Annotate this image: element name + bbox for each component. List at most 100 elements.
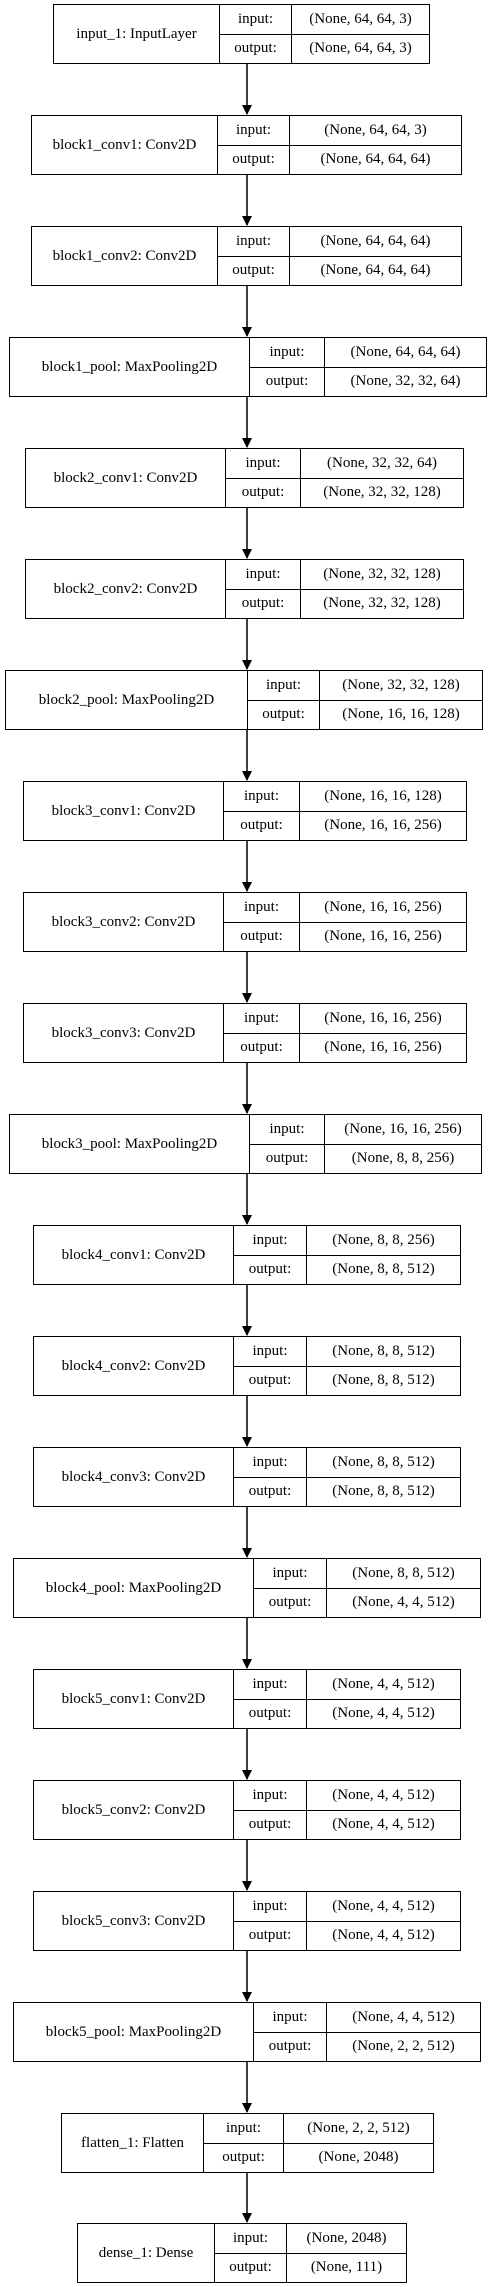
layer-name: block1_conv1: Conv2D	[32, 116, 218, 174]
input-shape: (None, 2048)	[287, 2224, 406, 2254]
input-shape: (None, 4, 4, 512)	[307, 1670, 460, 1700]
layer-node: block2_conv2: Conv2D input: output: (None…	[25, 559, 464, 619]
output-label: output:	[232, 262, 275, 279]
output-shape: (None, 32, 32, 128)	[323, 595, 441, 612]
input-shape: (None, 8, 8, 512)	[307, 1448, 460, 1478]
output-shape: (None, 2, 2, 512)	[352, 2038, 455, 2055]
input-shape: (None, 64, 64, 64)	[325, 338, 486, 368]
output-label: output:	[265, 1150, 309, 1167]
output-shape: (None, 4, 4, 512)	[332, 1927, 435, 1944]
output-label: output:	[248, 1927, 292, 1944]
input-label: input:	[234, 1448, 306, 1478]
layer-name: block3_pool: MaxPooling2D	[10, 1115, 250, 1173]
output-label: output:	[241, 595, 285, 612]
layer-node: input_1: InputLayer input: output: (None,…	[53, 4, 430, 64]
output-shape: (None, 16, 16, 256)	[324, 817, 442, 834]
layer-node: block1_pool: MaxPooling2D input:output: …	[9, 337, 487, 397]
layer-node: block5_pool: MaxPooling2D input:output: …	[13, 2002, 481, 2062]
output-label: output:	[248, 1816, 292, 1833]
input-shape: (None, 64, 64, 3)	[290, 116, 461, 146]
output-label: output:	[268, 1594, 312, 1611]
input-label: input:	[215, 2224, 286, 2254]
layer-name: block4_conv3: Conv2D	[34, 1448, 234, 1506]
layer-node: flatten_1: Flatten input:output: (None, …	[61, 2113, 434, 2173]
layer-node: block4_pool: MaxPooling2D input:output: …	[13, 1558, 481, 1618]
input-label: input:	[234, 1781, 306, 1811]
input-label: input:	[218, 227, 289, 257]
input-label: input:	[234, 1226, 306, 1256]
layer-name: block3_conv1: Conv2D	[24, 782, 224, 840]
input-label: input:	[254, 1559, 326, 1589]
layer-name: block2_conv2: Conv2D	[26, 560, 226, 618]
output-shape: (None, 8, 8, 512)	[332, 1372, 435, 1389]
layer-node: block1_conv2: Conv2D input: output: (None…	[31, 226, 462, 286]
input-label: input:	[204, 2114, 283, 2144]
output-label: output:	[248, 1261, 292, 1278]
output-label: output:	[232, 151, 275, 168]
input-label: input:	[224, 782, 299, 812]
layer-name: block4_conv2: Conv2D	[34, 1337, 234, 1395]
output-label: output:	[248, 1483, 292, 1500]
input-label: input:	[224, 1004, 299, 1034]
output-label: output:	[248, 1705, 292, 1722]
layer-node: block5_conv1: Conv2D input: output: (None…	[33, 1669, 461, 1729]
output-shape: (None, 16, 16, 256)	[324, 928, 442, 945]
output-shape: (None, 4, 4, 512)	[332, 1816, 435, 1833]
output-shape: (None, 32, 32, 64)	[350, 373, 461, 390]
output-label: output:	[241, 484, 285, 501]
layer-name: dense_1: Dense	[78, 2224, 215, 2282]
layer-name: block2_pool: MaxPooling2D	[6, 671, 248, 729]
output-shape: (None, 4, 4, 512)	[332, 1705, 435, 1722]
input-label: input:	[234, 1670, 306, 1700]
layer-node: block2_pool: MaxPooling2D input:output: …	[5, 670, 483, 730]
input-shape: (None, 64, 64, 64)	[290, 227, 461, 257]
output-label: output:	[268, 2038, 312, 2055]
output-label: output:	[265, 373, 309, 390]
output-shape: (None, 8, 8, 512)	[332, 1483, 435, 1500]
layer-name: block2_conv1: Conv2D	[26, 449, 226, 507]
layer-node: block3_conv3: Conv2D input: output: (None…	[23, 1003, 467, 1063]
output-shape: (None, 64, 64, 64)	[320, 151, 431, 168]
layer-name: block4_conv1: Conv2D	[34, 1226, 234, 1284]
layer-name: block3_conv3: Conv2D	[24, 1004, 224, 1062]
layer-name: block1_conv2: Conv2D	[32, 227, 218, 285]
layer-name: input_1: InputLayer	[54, 5, 220, 63]
layer-node: block4_conv3: Conv2D input: output: (None…	[33, 1447, 461, 1507]
layer-name: block1_pool: MaxPooling2D	[10, 338, 250, 396]
layer-node: block3_pool: MaxPooling2D input:output: …	[9, 1114, 482, 1174]
layer-node: dense_1: Dense input: output: (None, 2048…	[77, 2223, 407, 2283]
input-label: input:	[250, 1115, 324, 1145]
layer-node: block3_conv2: Conv2D input:output: (None…	[23, 892, 467, 952]
input-shape: (None, 16, 16, 128)	[300, 782, 466, 812]
layer-name: block5_conv1: Conv2D	[34, 1670, 234, 1728]
output-label: output:	[222, 2149, 265, 2166]
input-shape: (None, 16, 16, 256)	[325, 1115, 481, 1145]
input-shape: (None, 8, 8, 512)	[307, 1337, 460, 1367]
layer-node: block5_conv3: Conv2D input: output: (None…	[33, 1891, 461, 1951]
output-label: output:	[234, 40, 277, 57]
input-label: input:	[234, 1892, 306, 1922]
output-shape: (None, 16, 16, 128)	[342, 706, 460, 723]
input-shape: (None, 32, 32, 64)	[301, 449, 463, 479]
input-shape: (None, 32, 32, 128)	[320, 671, 482, 701]
output-label: output:	[262, 706, 305, 723]
layer-name: block5_pool: MaxPooling2D	[14, 2003, 254, 2061]
input-label: input:	[226, 560, 300, 590]
output-shape: (None, 64, 64, 3)	[309, 40, 412, 57]
output-label: output:	[229, 2259, 272, 2276]
output-shape: (None, 16, 16, 256)	[324, 1039, 442, 1056]
layer-node: block4_conv2: Conv2D input:output: (None…	[33, 1336, 461, 1396]
layer-node: block4_conv1: Conv2D input:output: (None…	[33, 1225, 461, 1285]
layer-node: block2_conv1: Conv2D input:output: (None…	[25, 448, 464, 508]
input-shape: (None, 4, 4, 512)	[307, 1781, 460, 1811]
input-label: input:	[248, 671, 319, 701]
output-shape: (None, 8, 8, 256)	[351, 1150, 455, 1167]
input-label: input:	[220, 5, 291, 35]
layer-node: block5_conv2: Conv2D input:output: (None…	[33, 1780, 461, 1840]
layer-name: block5_conv3: Conv2D	[34, 1892, 234, 1950]
layer-node: block3_conv1: Conv2D input:output: (None…	[23, 781, 467, 841]
input-shape: (None, 64, 64, 3)	[292, 5, 429, 35]
input-label: input:	[254, 2003, 326, 2033]
output-label: output:	[240, 1039, 283, 1056]
